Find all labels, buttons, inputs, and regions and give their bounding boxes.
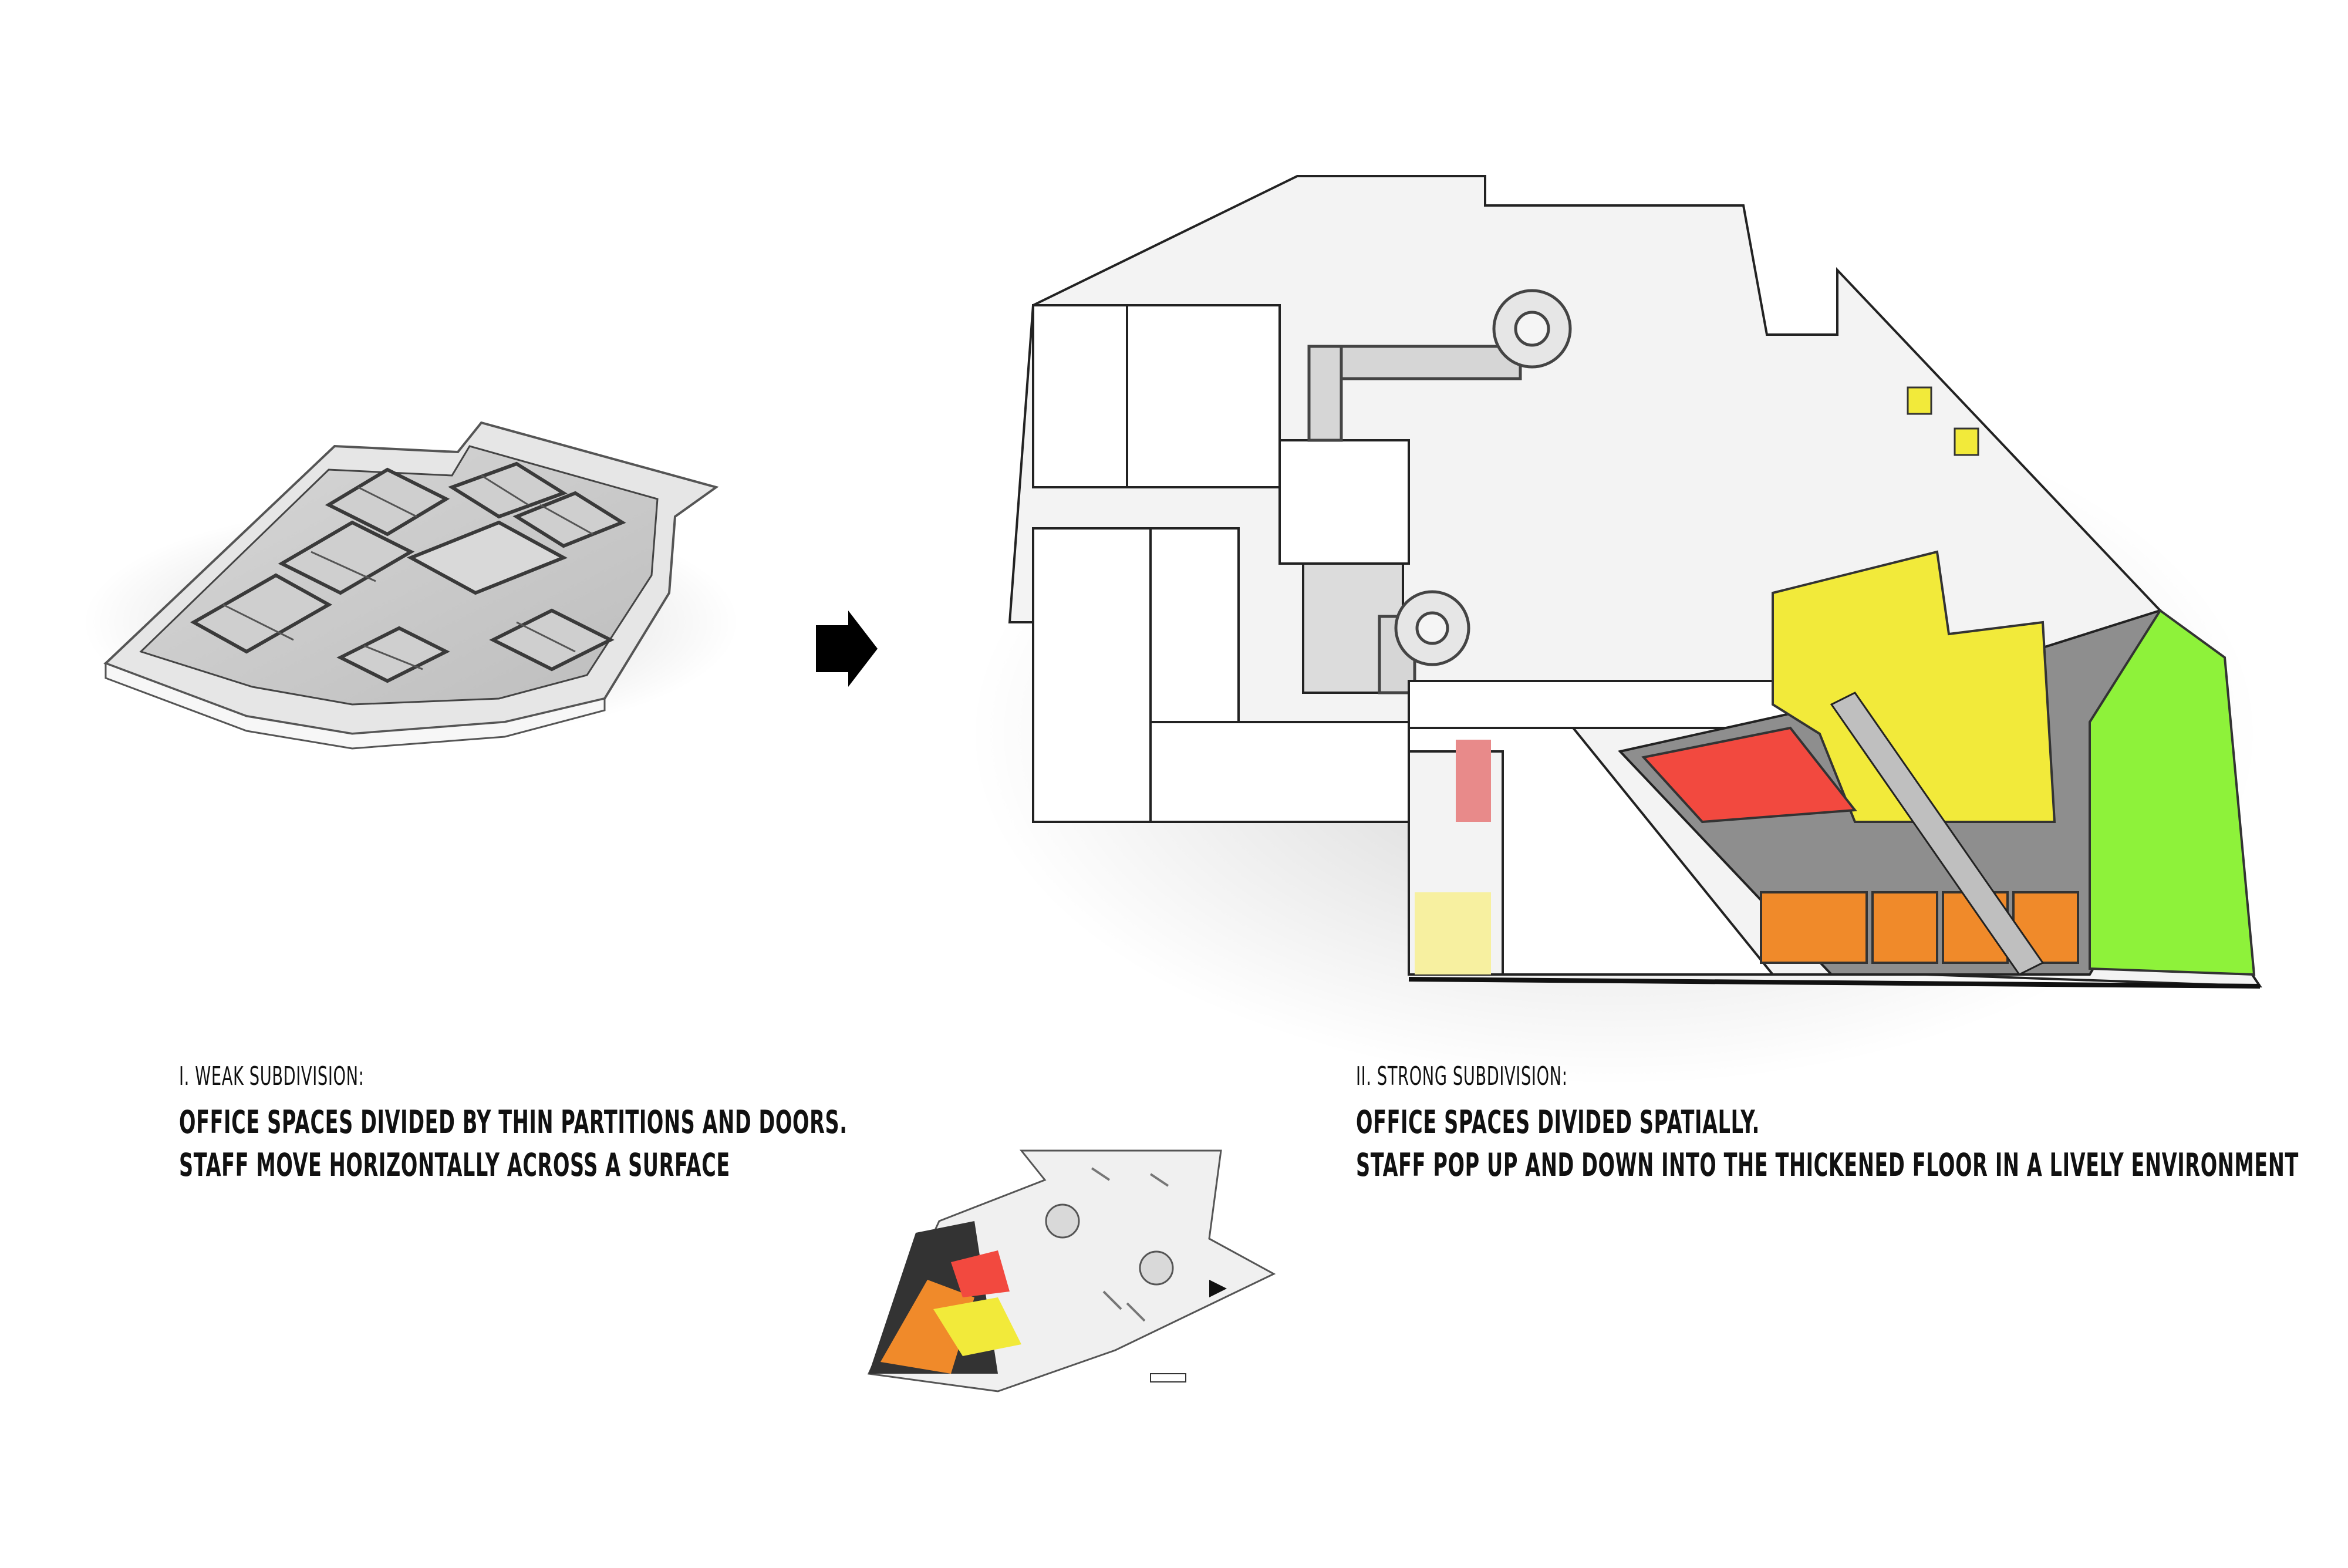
thumb-arrow-icon [1209,1280,1227,1297]
ramp-upper-core [1514,311,1550,347]
strong-line-1: OFFICE SPACES DIVIDED SPATIALLY. [1356,1104,1760,1141]
room-4 [448,461,568,519]
thumb-spiral-1 [1045,1203,1080,1239]
yellow-marker-1 [1907,386,1932,415]
weak-heading: I. WEAK SUBDIVISION: [179,1061,365,1091]
room-7 [336,626,450,683]
ramp-upper-leg [1307,345,1343,442]
strong-subdivision-plan [969,175,2262,1086]
pale-yellow-zone [1415,892,1491,974]
yellow-marker-2 [1954,427,1979,456]
right-arrow-icon [816,611,878,687]
left-volume-c [1032,527,1152,823]
plan-base-edge [1408,977,2261,989]
ramp-lower-core [1415,611,1449,645]
strong-line-2: STAFF POP UP AND DOWN INTO THE THICKENED… [1356,1147,2299,1183]
central-hall [406,520,568,595]
left-volume-e [1149,721,1410,823]
weak-subdivision-model [82,421,740,750]
pink-zone [1456,740,1491,822]
yellow-zone [1772,550,2056,823]
thumb-furniture [1091,1167,1169,1322]
arrow-shape [816,611,878,687]
lower-wedge [1408,727,1776,976]
thumb-yellow [933,1297,1021,1356]
corridor-bar [1408,680,1809,729]
left-block [1032,304,1410,823]
room-1 [190,573,333,654]
slab-edge [104,662,606,750]
ramp-upper [1307,289,1572,442]
thumb-spiral-2 [1139,1250,1174,1286]
green-zone [2089,609,2256,976]
left-volume-b [1126,304,1281,488]
diagonal-ramp [1830,692,2045,976]
thumbnail-axonometric [867,1149,1276,1392]
left-volume-f [1278,439,1410,565]
thumb-red [951,1250,1010,1297]
left-volume-a [1032,304,1128,488]
weak-line-2: STAFF MOVE HORIZONTALLY ACROSS A SURFACE [179,1147,730,1183]
partition-rooms [190,461,626,683]
thumb-orange [880,1280,974,1374]
weak-line-1: OFFICE SPACES DIVIDED BY THIN PARTITIONS… [179,1104,848,1141]
orange-room-2 [1871,891,1938,964]
thin-partitions [222,474,593,670]
thumb-scale-bar [1150,1373,1186,1382]
orange-zones [1760,891,2079,964]
strong-heading: II. STRONG SUBDIVISION: [1356,1061,1568,1091]
orange-room-1 [1760,891,1868,964]
red-zone [1641,726,1857,824]
left-volume-d [1149,527,1240,723]
room-2 [278,520,415,595]
